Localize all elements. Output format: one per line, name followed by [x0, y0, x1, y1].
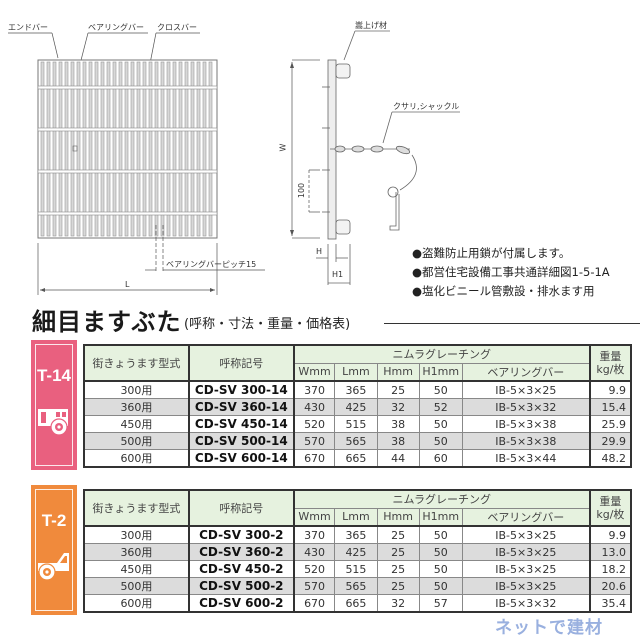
technical-drawing: エンドバー ベアリングバー クロスバー 嵩上げ材 クサリ,シャックル ベアリング…: [0, 0, 640, 300]
grating-plan-view: [37, 59, 218, 239]
section-title: 細目ますぶた (呼称・寸法・重量・価格表): [32, 302, 640, 336]
col-header-code: 呼称記号: [187, 344, 295, 382]
label-bearing-bar: ベアリングバー: [88, 23, 144, 32]
col-header-h1mm: H1mm: [418, 362, 463, 382]
dimension-W: W: [278, 143, 288, 152]
watermark: ネットで建材: [495, 618, 603, 638]
dimension-H: H: [316, 247, 323, 256]
load-class-badge-t14: T-14: [31, 340, 77, 470]
col-header-group: ニムラグレーチング: [293, 344, 591, 364]
note-item: ●塩化ビニール管敷設・排水ます用: [412, 284, 595, 298]
load-class-label: T-14: [36, 366, 72, 385]
col-header-lmm: Lmm: [334, 362, 378, 382]
col-header-wmm: Wmm: [293, 362, 336, 382]
load-class-badge-t2: T-2: [31, 485, 77, 615]
col-header-hmm: Hmm: [376, 507, 420, 527]
col-header-group: ニムラグレーチング: [293, 489, 591, 509]
label-cross-bar: クロスバー: [157, 23, 197, 32]
truck-icon: [38, 553, 69, 581]
col-header-hmm: Hmm: [376, 362, 420, 382]
bus-icon: [38, 409, 68, 436]
note-item: ●盗難防止用鎖が付属します。: [412, 246, 571, 260]
col-header-code: 呼称記号: [187, 489, 295, 527]
page-title: 細目ますぶた: [32, 308, 182, 336]
note-item: ●都営住宅設備工事共通詳細図1-5-1A: [412, 265, 610, 279]
col-header-model: 街きょうます型式: [83, 489, 190, 527]
label-chain-shackle: クサリ,シャックル: [393, 102, 460, 111]
label-raise-material: 嵩上げ材: [355, 21, 387, 30]
page-subtitle: (呼称・寸法・重量・価格表): [184, 317, 351, 332]
dimension-100: 100: [297, 182, 307, 199]
feature-notes: ●盗難防止用鎖が付属します。 ●都営住宅設備工事共通詳細図1-5-1A ●塩化ビ…: [412, 244, 610, 301]
dimension-H1: H1: [332, 270, 344, 279]
label-end-bar: エンドバー: [8, 23, 48, 32]
label-bearing-pitch: ベアリングバーピッチ15: [166, 260, 257, 269]
col-header-model: 街きょうます型式: [83, 344, 190, 382]
col-header-h1mm: H1mm: [418, 507, 463, 527]
title-divider: [384, 323, 640, 324]
col-header-bearing: ベアリングバー: [461, 362, 591, 382]
col-header-wmm: Wmm: [293, 507, 336, 527]
grating-side-view: [291, 30, 460, 285]
load-class-label: T-2: [41, 511, 67, 530]
grating-drawing-svg: [8, 30, 460, 295]
col-header-bearing: ベアリングバー: [461, 507, 591, 527]
col-header-lmm: Lmm: [334, 507, 378, 527]
dimension-L: L: [125, 280, 130, 289]
